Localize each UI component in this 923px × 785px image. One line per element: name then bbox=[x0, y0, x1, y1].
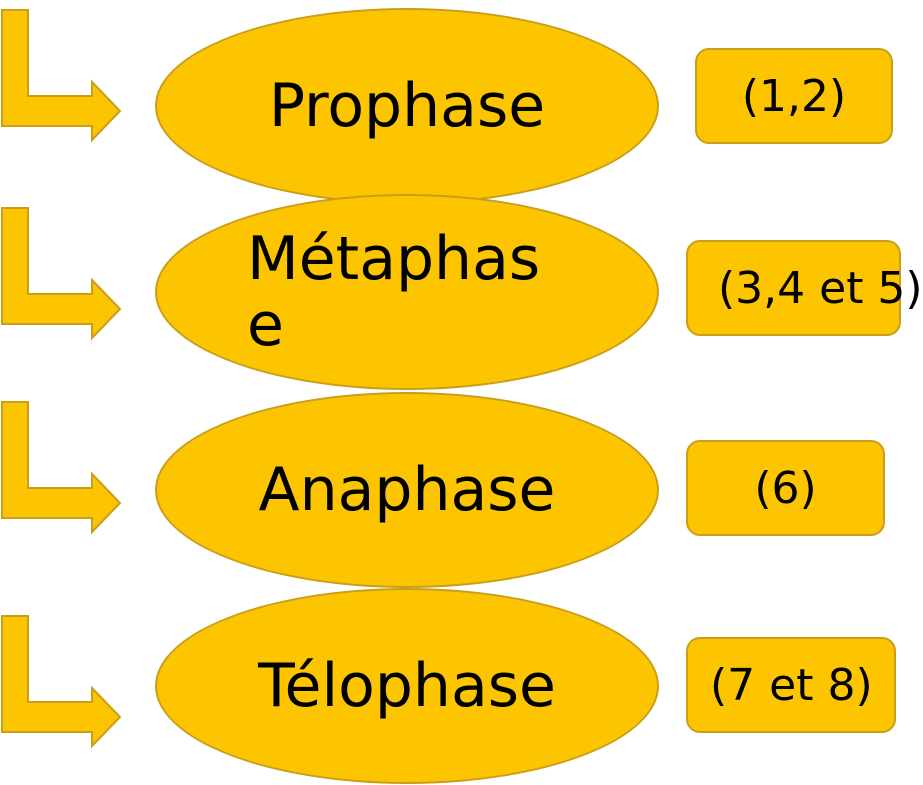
stage-box: (7 et 8) bbox=[686, 637, 896, 733]
stage-box: (1,2) bbox=[695, 48, 893, 144]
phase-ellipse: Prophase bbox=[155, 8, 659, 204]
mitosis-phases-diagram: Prophase (1,2) Métaphase (3,4 et 5) Anap… bbox=[1, 8, 923, 784]
stage-label: (7 et 8) bbox=[710, 659, 873, 711]
phase-name: Prophase bbox=[268, 71, 546, 141]
phase-name: Anaphase bbox=[258, 455, 556, 525]
phase-ellipse: Anaphase bbox=[155, 392, 659, 588]
phase-ellipse: Télophase bbox=[155, 588, 659, 784]
phase-name: Métaphase bbox=[247, 224, 541, 360]
stage-box: (3,4 et 5) bbox=[686, 240, 923, 336]
bent-arrow-right-icon bbox=[1, 401, 122, 535]
stage-label: (6) bbox=[754, 462, 817, 514]
phase-ellipse: Métaphase bbox=[155, 194, 659, 390]
stage-label: (3,4 et 5) bbox=[718, 262, 923, 314]
stage-label: (1,2) bbox=[741, 70, 847, 122]
bent-arrow-right-icon bbox=[1, 615, 122, 749]
phase-name: Télophase bbox=[258, 651, 556, 721]
bent-arrow-right-icon bbox=[1, 207, 122, 341]
stage-box: (6) bbox=[686, 440, 885, 536]
bent-arrow-right-icon bbox=[1, 9, 122, 143]
